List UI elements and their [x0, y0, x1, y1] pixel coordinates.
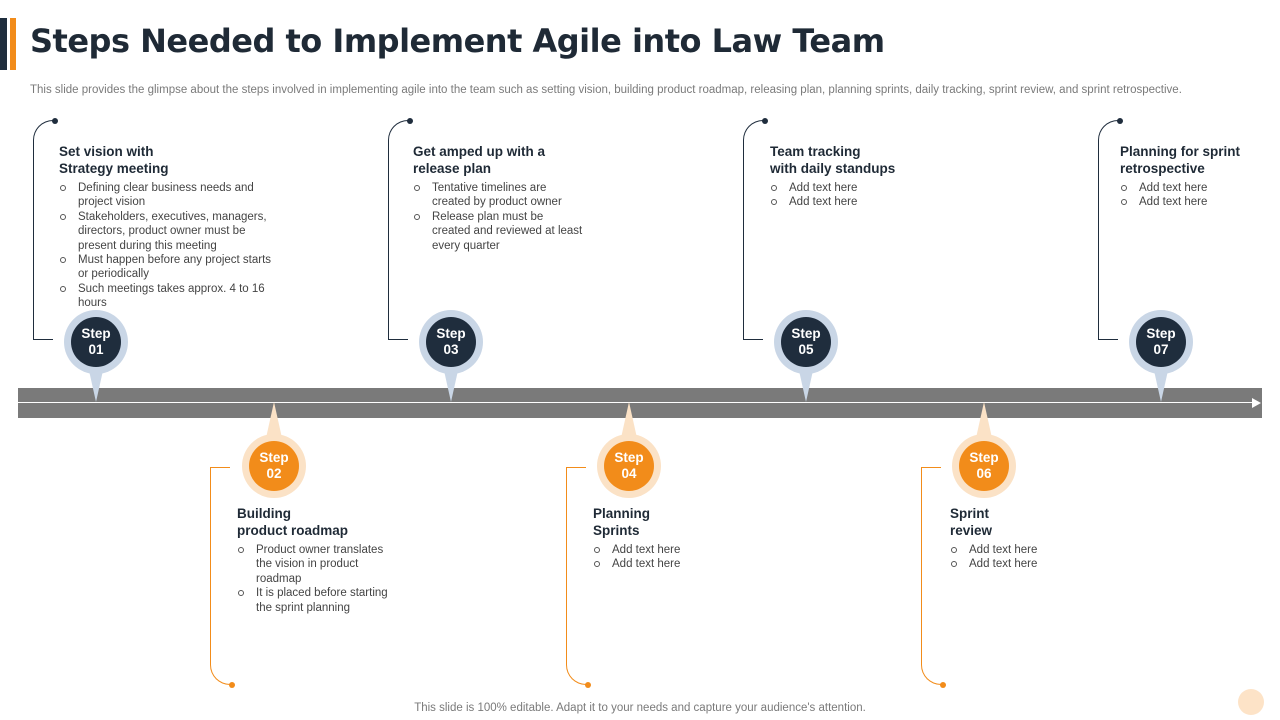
step-07-title: Planning for sprint retrospective — [1120, 144, 1240, 176]
list-item: Product owner translates the vision in p… — [237, 543, 397, 586]
step-07-number: 07 — [1153, 342, 1169, 357]
step-01-bullets: Defining clear business needs and projec… — [59, 181, 284, 311]
step-03-bullets: Tentative timelines are created by produ… — [413, 181, 583, 253]
list-item: Must happen before any project starts or… — [59, 253, 284, 282]
step-07-connector — [1098, 120, 1118, 340]
step-04-pin-tail — [621, 402, 637, 438]
step-03-title: Get amped up with a release plan — [413, 144, 546, 176]
timeline-road — [18, 388, 1262, 418]
step-02-bullets: Product owner translates the vision in p… — [237, 543, 397, 615]
list-item: Add text here — [1120, 195, 1270, 209]
step-01-connector-dot — [52, 118, 58, 124]
step-06-connector-dot — [940, 682, 946, 688]
list-item: Tentative timelines are created by produ… — [413, 181, 583, 210]
step-03-connector — [388, 120, 408, 340]
step-03-text-block: Get amped up with a release plan Tentati… — [413, 143, 583, 253]
step-01-marker: Step 01 — [64, 310, 128, 374]
step-03-marker: Step 03 — [419, 310, 483, 374]
step-05-text-block: Team tracking with daily standups Add te… — [770, 143, 940, 210]
step-06-number: 06 — [976, 466, 992, 481]
step-05-title: Team tracking with daily standups — [770, 144, 896, 176]
step-06-pin-tail — [976, 402, 992, 438]
list-item: Add text here — [593, 557, 753, 571]
step-07-label: Step — [1146, 326, 1176, 341]
step-03-number: 03 — [443, 342, 459, 357]
page-title: Steps Needed to Implement Agile into Law… — [30, 22, 885, 60]
step-01-label: Step — [81, 326, 111, 341]
step-02-marker: Step 02 — [242, 434, 306, 498]
list-item: Add text here — [770, 181, 940, 195]
page-subtitle: This slide provides the glimpse about th… — [30, 84, 1182, 96]
step-02-connector — [210, 467, 230, 685]
step-04-text-block: Planning Sprints Add text here Add text … — [593, 505, 753, 572]
step-05-connector — [743, 120, 763, 340]
corner-decoration — [1238, 689, 1264, 715]
step-07-text-block: Planning for sprint retrospective Add te… — [1120, 143, 1270, 210]
step-06-connector — [921, 467, 941, 685]
step-06-text-block: Sprint review Add text here Add text her… — [950, 505, 1110, 572]
step-01-title: Set vision with Strategy meeting — [59, 144, 169, 176]
step-04-marker: Step 04 — [597, 434, 661, 498]
step-02-title: Building product roadmap — [237, 506, 349, 538]
footer-note: This slide is 100% editable. Adapt it to… — [414, 702, 866, 714]
step-06-bullets: Add text here Add text here — [950, 543, 1110, 572]
step-03-connector-dot — [407, 118, 413, 124]
step-02-text-block: Building product roadmap Product owner t… — [237, 505, 397, 615]
step-04-connector — [566, 467, 586, 685]
list-item: Add text here — [950, 557, 1110, 571]
step-06-marker: Step 06 — [952, 434, 1016, 498]
step-07-connector-dot — [1117, 118, 1123, 124]
step-04-bullets: Add text here Add text here — [593, 543, 753, 572]
step-07-bullets: Add text here Add text here — [1120, 181, 1270, 210]
list-item: Defining clear business needs and projec… — [59, 181, 284, 210]
step-06-title: Sprint review — [950, 506, 993, 538]
step-04-number: 04 — [621, 466, 637, 481]
step-02-number: 02 — [266, 466, 282, 481]
step-01-pin-tail — [88, 366, 104, 402]
accent-bar-orange — [10, 18, 16, 70]
list-item: Stakeholders, executives, managers, dire… — [59, 210, 284, 253]
list-item: It is placed before starting the sprint … — [237, 586, 397, 615]
step-05-bullets: Add text here Add text here — [770, 181, 940, 210]
step-01-text-block: Set vision with Strategy meeting Definin… — [59, 143, 284, 311]
list-item: Add text here — [950, 543, 1110, 557]
step-02-label: Step — [259, 450, 289, 465]
step-06-label: Step — [969, 450, 999, 465]
step-03-pin-tail — [443, 366, 459, 402]
step-05-label: Step — [791, 326, 821, 341]
step-02-pin-tail — [266, 402, 282, 438]
step-04-title: Planning Sprints — [593, 506, 650, 538]
list-item: Add text here — [770, 195, 940, 209]
step-05-pin-tail — [798, 366, 814, 402]
step-04-connector-dot — [585, 682, 591, 688]
step-04-label: Step — [614, 450, 644, 465]
step-05-connector-dot — [762, 118, 768, 124]
step-07-marker: Step 07 — [1129, 310, 1193, 374]
arrow-right-icon — [1252, 398, 1261, 408]
step-03-label: Step — [436, 326, 466, 341]
list-item: Such meetings takes approx. 4 to 16 hour… — [59, 282, 284, 311]
list-item: Add text here — [593, 543, 753, 557]
step-01-connector — [33, 120, 53, 340]
list-item: Release plan must be created and reviewe… — [413, 210, 583, 253]
step-02-connector-dot — [229, 682, 235, 688]
step-07-pin-tail — [1153, 366, 1169, 402]
step-01-number: 01 — [88, 342, 104, 357]
accent-bar-dark — [0, 18, 7, 70]
step-05-number: 05 — [798, 342, 814, 357]
list-item: Add text here — [1120, 181, 1270, 195]
step-05-marker: Step 05 — [774, 310, 838, 374]
